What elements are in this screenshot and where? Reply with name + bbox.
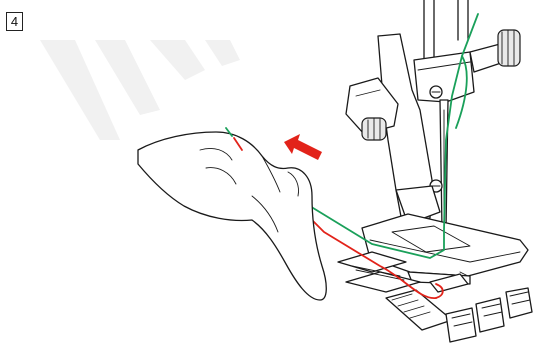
- presser-foot-shank: [345, 33, 443, 225]
- hand: [137, 131, 327, 301]
- needle-bar-assembly: [413, 0, 521, 231]
- pull-direction-arrow-icon: [284, 134, 322, 160]
- watermark: [40, 40, 240, 140]
- step-number-badge: 4: [6, 12, 23, 31]
